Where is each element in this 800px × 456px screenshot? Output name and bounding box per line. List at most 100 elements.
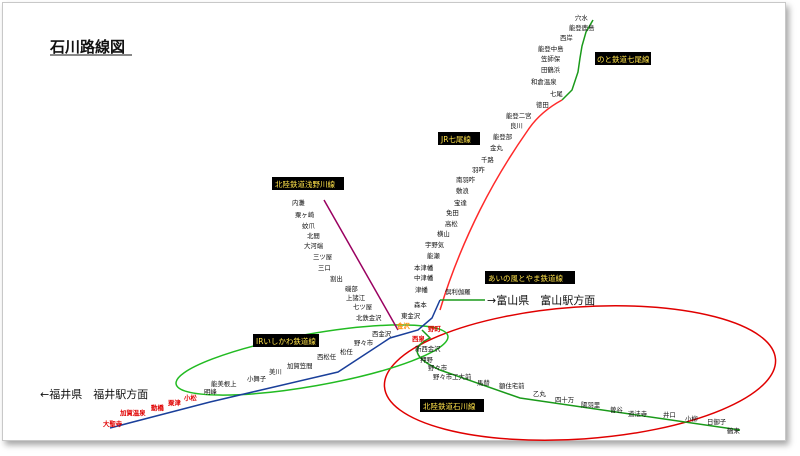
svg-text:JR七尾線: JR七尾線 (440, 134, 471, 144)
station: 穴水 (575, 13, 588, 22)
station: 額住宅前 (499, 381, 525, 390)
station: 徳田 (536, 100, 549, 109)
station: 羽咋 (472, 165, 485, 174)
station: 千路 (481, 155, 494, 164)
station: 動橋 (151, 403, 164, 412)
station: 西金沢 (372, 329, 392, 338)
station: 乙丸 (533, 389, 546, 398)
station: 野々市 (354, 338, 374, 347)
station: 高松 (445, 219, 458, 228)
label-asanogawa: 北陸鉄道浅野川線 (272, 177, 344, 190)
station: 野々市 (428, 363, 448, 372)
ir-ishikawa-line (109, 299, 441, 429)
station: 四十万 (555, 395, 574, 404)
station: 和倉温泉 (531, 77, 557, 86)
ishikawa-line-circle (383, 305, 777, 441)
stations-ir-south: 小松 粟津 動橋 加賀温泉 大聖寺 (103, 393, 197, 428)
station: 明峰 (204, 387, 217, 396)
svg-text:のと鉄道七尾線: のと鉄道七尾線 (597, 54, 650, 64)
station: 道法寺 (628, 409, 648, 418)
station: 加賀笠間 (287, 361, 313, 370)
label-ishikawa: 北陸鉄道石川線 (420, 399, 484, 412)
station: 笠師保 (541, 54, 561, 63)
label-nanao: JR七尾線 (438, 132, 480, 145)
station: 蚊爪 (302, 221, 315, 230)
station: 敷浪 (456, 186, 469, 195)
station: 西泉 (412, 334, 425, 343)
station: 田鶴浜 (541, 65, 561, 74)
station: 日御子 (707, 417, 727, 426)
station: 新西金沢 (415, 344, 441, 353)
direction-toyama: →富山県 富山駅方面 (487, 293, 595, 307)
stations-ir-east: 森本 東金沢 (401, 300, 427, 320)
station: 宝達 (454, 198, 467, 207)
station: 加賀温泉 (119, 408, 146, 417)
station: 馬替 (477, 378, 490, 387)
station: 東金沢 (401, 311, 421, 320)
station: 良川 (510, 121, 523, 130)
station-kurikara: 倶利伽羅 (445, 287, 471, 296)
label-ainokaze: あいの風とやま鉄道線 (485, 271, 575, 284)
station: 松任 (340, 347, 353, 356)
station: 本津幡 (414, 263, 434, 272)
station: 小松 (184, 393, 197, 402)
stations-ir-west: 西金沢 野々市 松任 西松任 加賀笠間 美川 小舞子 能美根上 明峰 (204, 329, 392, 396)
station: 能瀬 (427, 251, 440, 260)
station: 押野 (420, 355, 433, 364)
station: 井口 (663, 410, 676, 419)
station: 西岸 (560, 34, 573, 42)
svg-text:IRいしかわ鉄道線: IRいしかわ鉄道線 (256, 336, 316, 346)
station: 三口 (318, 264, 331, 272)
station: 西松任 (317, 352, 337, 361)
station: 小柳 (685, 414, 698, 423)
station: 上諸江 (346, 293, 366, 302)
station: 鶴来 (727, 426, 740, 435)
station: 大聖寺 (103, 419, 123, 428)
direction-fukui: ←福井県 福井駅方面 (40, 387, 148, 401)
stations-asanogawa: 内灘 粟ヶ崎 蚊爪 北間 大河端 三ツ屋 三口 割出 磯部 上諸江 七ツ屋 北鉄… (292, 198, 382, 322)
svg-text:北陸鉄道石川線: 北陸鉄道石川線 (423, 401, 476, 411)
station-kanazawa: 金沢 (396, 321, 410, 330)
asanogawa-line (323, 199, 399, 331)
station: 三ツ屋 (313, 253, 333, 261)
station: 野町 (428, 324, 441, 333)
station: 小舞子 (247, 374, 267, 383)
station: 大河端 (304, 241, 324, 250)
station: 割出 (330, 274, 343, 283)
label-noto: のと鉄道七尾線 (595, 52, 651, 65)
jr-nanao-line (439, 99, 563, 311)
station: 粟ヶ崎 (295, 210, 315, 219)
station: 七ツ屋 (353, 302, 373, 311)
label-irishikawa: IRいしかわ鉄道線 (253, 334, 319, 347)
map-title: 石川路線図 (49, 38, 125, 56)
noto-railway-line (561, 19, 594, 101)
station: 北鉄金沢 (356, 313, 382, 322)
station: 津幡 (415, 285, 428, 294)
station: 中津幡 (414, 273, 434, 282)
station: 陽羽里 (581, 400, 601, 409)
station: 磯部 (345, 284, 358, 293)
stations-nanao: 徳田 能登二宮 良川 能登部 金丸 千路 羽咋 南羽咋 敷浪 宝達 免田 高松 … (414, 100, 549, 294)
station: 南羽咋 (456, 175, 476, 184)
station: 宇野気 (425, 240, 445, 249)
svg-text:あいの風とやま鉄道線: あいの風とやま鉄道線 (488, 273, 563, 283)
station: 横山 (437, 229, 450, 238)
station: 能美根上 (211, 379, 237, 388)
station: 金丸 (490, 143, 503, 152)
hokuriku-ishikawa-line (416, 329, 741, 431)
station: 森本 (414, 300, 427, 309)
station: 七尾 (550, 89, 563, 98)
station: 能登部 (493, 132, 513, 141)
stations-ishikawa: 野町 西泉 新西金沢 押野 野々市 野々市工大前 馬替 額住宅前 乙丸 四十万 … (412, 324, 740, 435)
station: 曽谷 (610, 405, 623, 414)
stations-noto: 穴水 能登鹿島 西岸 能登中島 笠師保 田鶴浜 和倉温泉 七尾 (531, 13, 595, 98)
station: 能登二宮 (506, 111, 532, 120)
station: 野々市工大前 (433, 372, 472, 381)
svg-text:北陸鉄道浅野川線: 北陸鉄道浅野川線 (275, 179, 335, 189)
station: 北間 (307, 232, 320, 240)
station: 能登中島 (538, 44, 564, 53)
station: 美川 (269, 367, 282, 376)
station: 免田 (446, 208, 459, 217)
station: 能登鹿島 (569, 23, 595, 32)
